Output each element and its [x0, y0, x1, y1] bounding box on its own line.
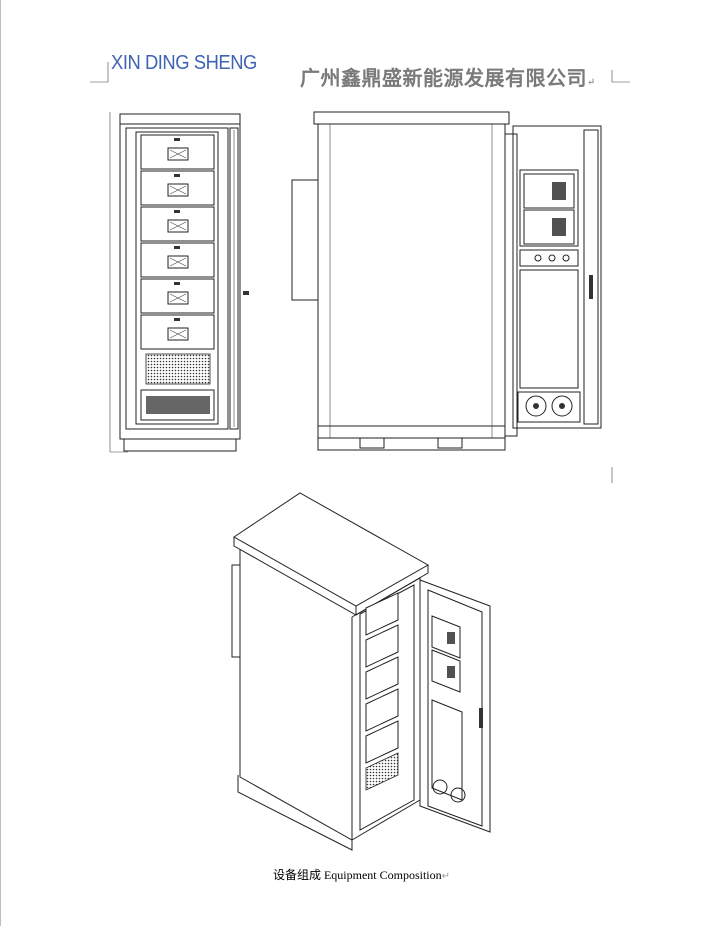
caption-paragraph-mark: ↵	[441, 871, 451, 882]
front-view-drawing	[109, 112, 249, 453]
brand-logo-text: XIN DING SHENG	[111, 52, 257, 74]
figure-caption-text: 设备组成 Equipment Composition	[272, 868, 442, 882]
battery-module-stack	[140, 134, 215, 350]
figure-caption: 设备组成 Equipment Composition↵	[0, 866, 723, 883]
page-edge	[0, 0, 1, 926]
vent-mesh	[145, 353, 211, 385]
company-name-text: 广州鑫鼎盛新能源发展有限公司	[300, 66, 587, 90]
company-name: 广州鑫鼎盛新能源发展有限公司↵	[300, 62, 596, 91]
header-crop-marks	[90, 62, 630, 483]
paragraph-mark: ↵	[587, 77, 596, 88]
side-open-view-drawing	[291, 111, 602, 451]
isometric-view-drawing	[231, 492, 491, 851]
